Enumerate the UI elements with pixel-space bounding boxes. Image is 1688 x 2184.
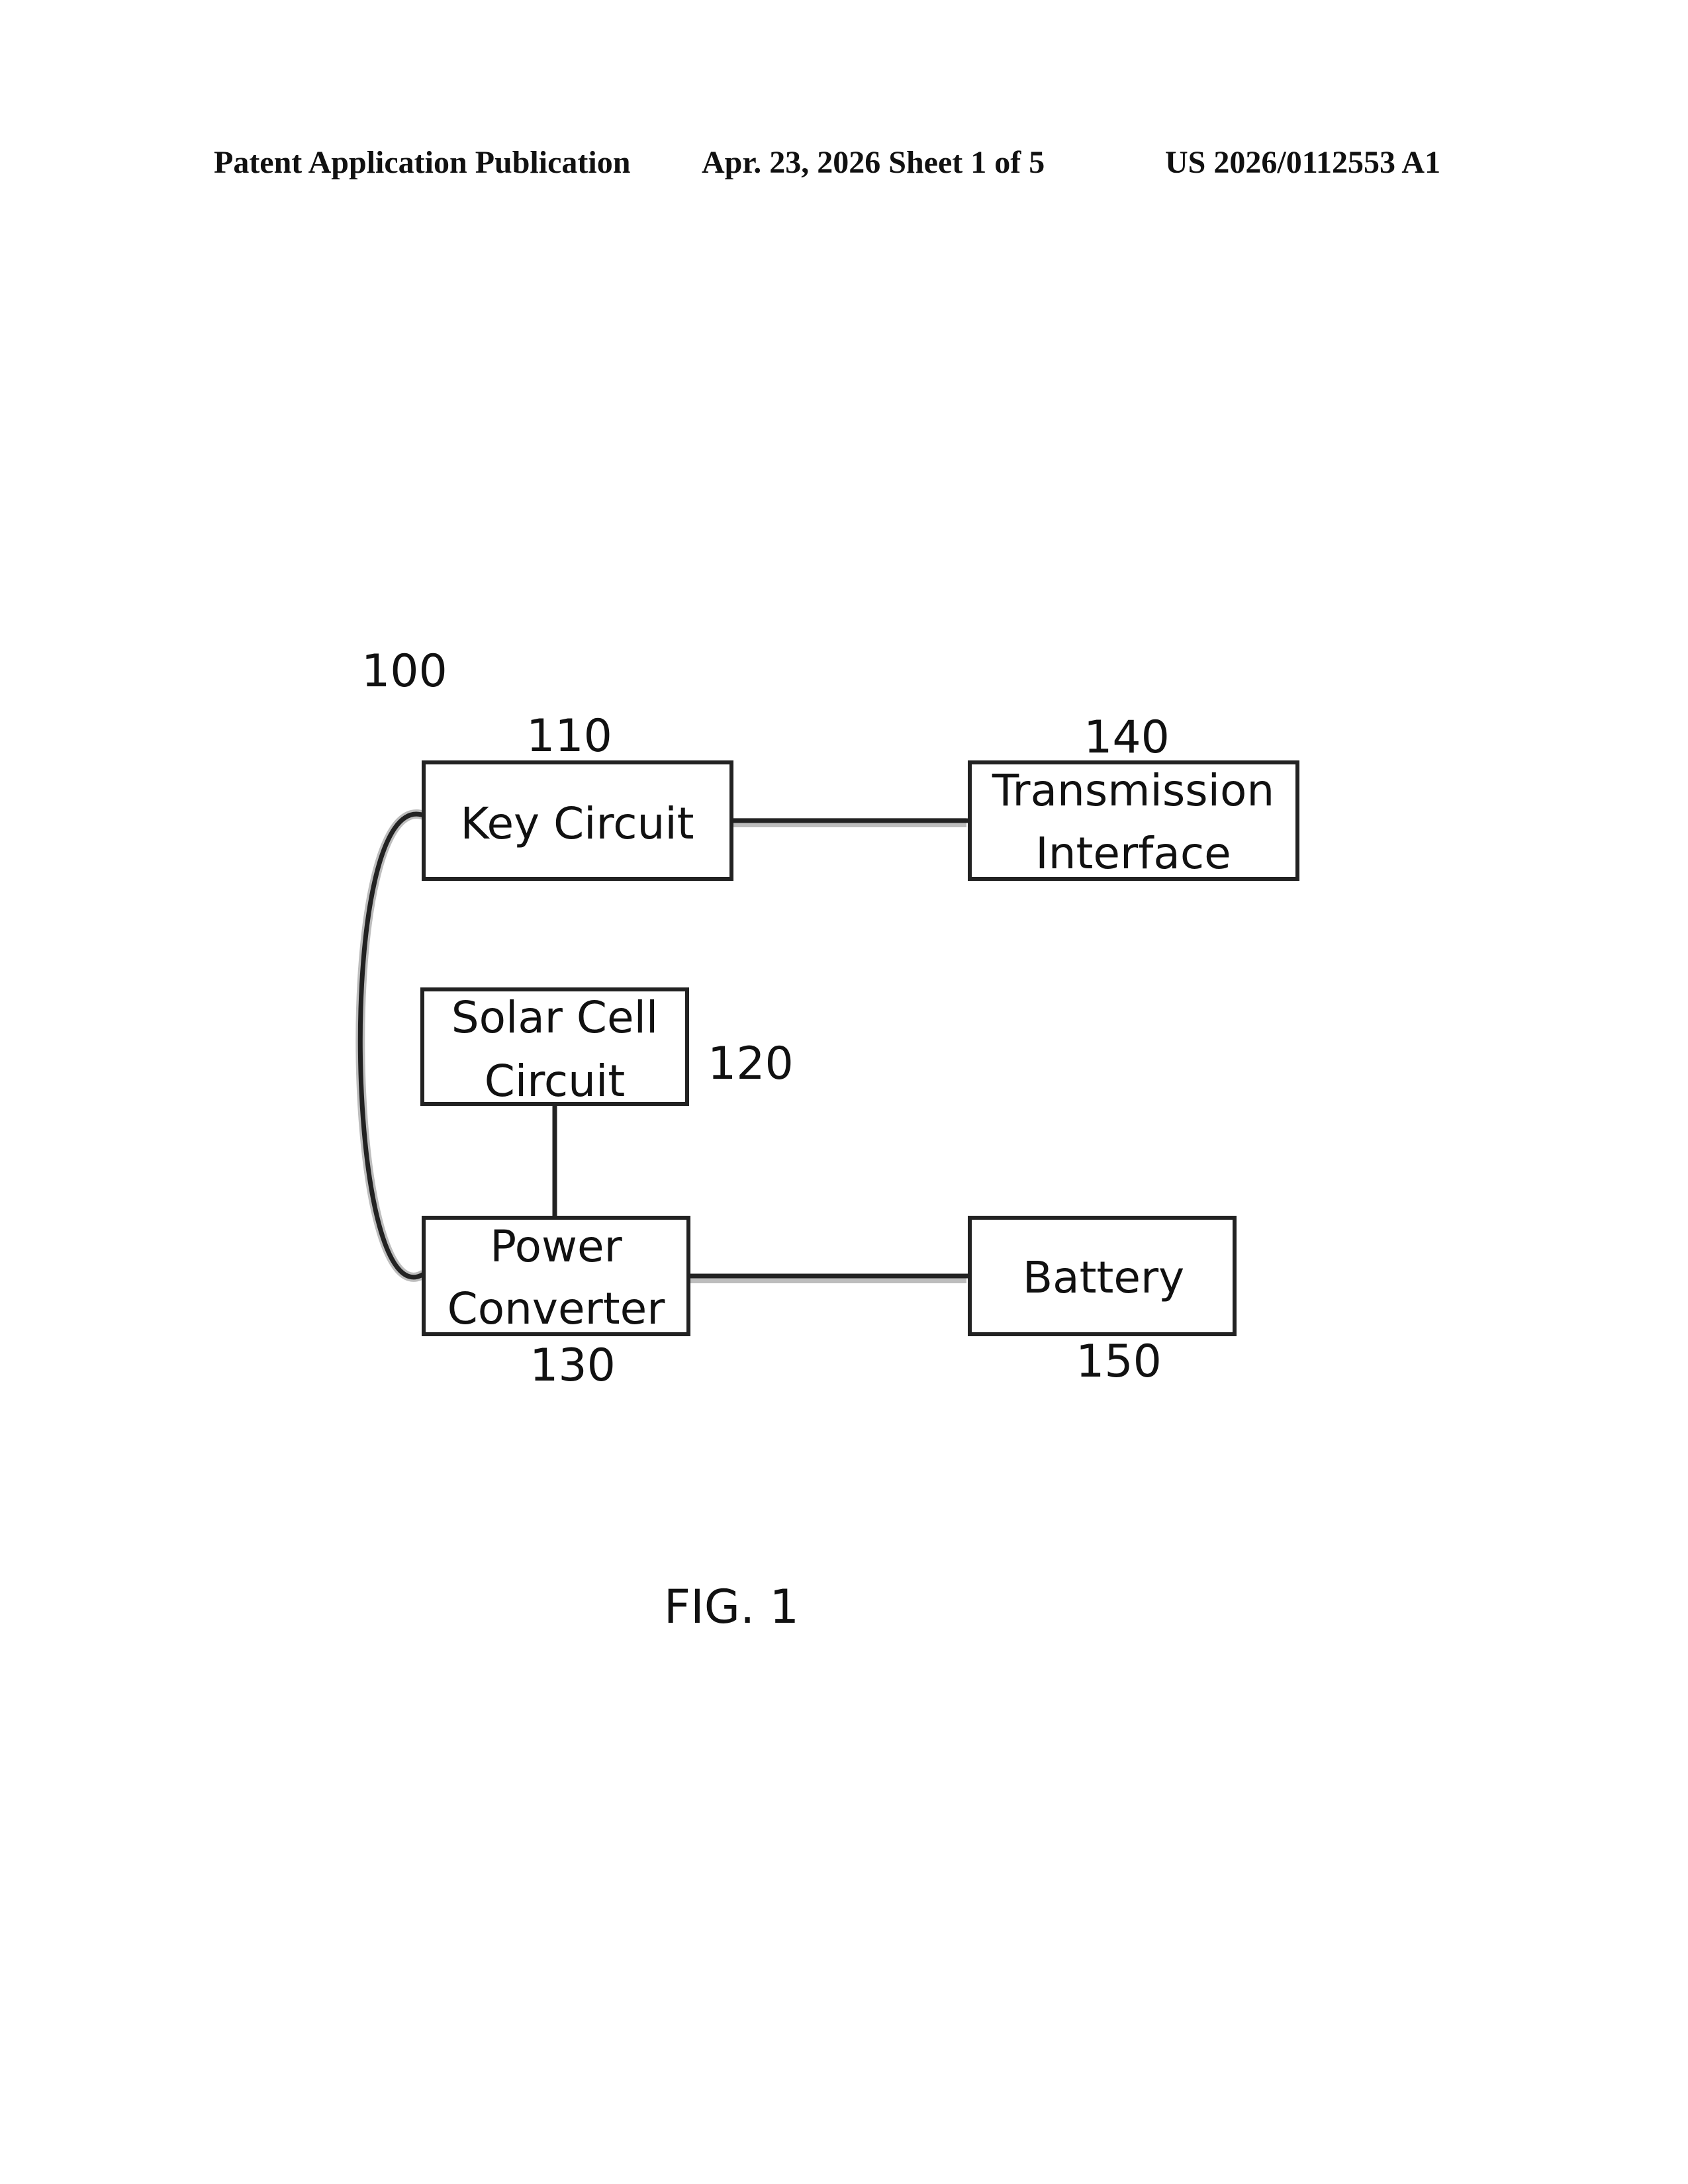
label-solar-line1: Solar Cell [451,992,659,1043]
label-converter-line1: Power [490,1221,622,1272]
ref-solar-cell-circuit-120: 120 [708,1038,794,1090]
ref-system-100: 100 [361,645,447,698]
label-transmission-line2: Interface [1035,828,1231,879]
ref-transmission-interface-140: 140 [1084,711,1170,764]
label-transmission-line1: Transmission [992,765,1274,816]
figure-caption: FIG. 1 [664,1580,799,1634]
label-key-circuit: Key Circuit [460,798,694,849]
connection-halo-loop [360,814,424,1277]
label-solar-line2: Circuit [485,1056,625,1107]
ref-power-converter-130: 130 [530,1340,616,1392]
ref-battery-150: 150 [1076,1336,1162,1388]
ref-key-circuit-110: 110 [526,710,612,762]
label-converter-line2: Converter [447,1283,666,1334]
label-battery: Battery [1023,1252,1184,1303]
